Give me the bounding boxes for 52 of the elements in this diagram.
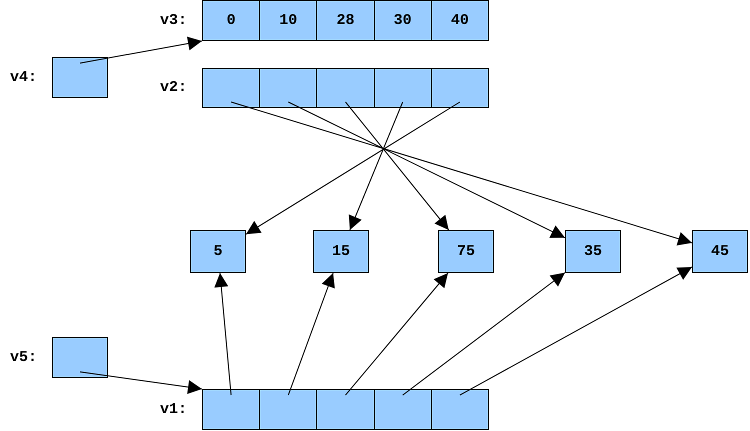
value-box bbox=[190, 230, 246, 273]
cell-value: 5 bbox=[213, 243, 222, 260]
arrow bbox=[288, 102, 566, 238]
array-cell bbox=[202, 68, 260, 108]
cell-value: 0 bbox=[226, 12, 236, 29]
value-box bbox=[313, 230, 369, 273]
array-cell bbox=[202, 389, 260, 430]
array-cell bbox=[316, 0, 375, 41]
cell-value: 35 bbox=[584, 243, 602, 260]
arrow bbox=[80, 371, 202, 394]
cell-value: 40 bbox=[450, 12, 469, 29]
arrow bbox=[246, 102, 460, 235]
value-box bbox=[438, 230, 494, 273]
cell-value: 10 bbox=[279, 12, 298, 29]
array-cell bbox=[259, 0, 318, 41]
cell-value: 28 bbox=[336, 12, 354, 29]
array-cell bbox=[430, 389, 489, 430]
variable-label: v4: bbox=[10, 68, 37, 86]
value-box bbox=[692, 230, 748, 273]
arrow bbox=[288, 272, 335, 396]
array-box bbox=[202, 0, 488, 41]
variable-label: v3: bbox=[160, 12, 187, 28]
value-box bbox=[565, 230, 621, 273]
array-cell bbox=[202, 0, 260, 41]
variable-label: v1: bbox=[160, 400, 187, 418]
arrow bbox=[345, 272, 448, 396]
array-cell bbox=[430, 0, 489, 41]
array-cell bbox=[316, 68, 375, 108]
array-cell bbox=[374, 389, 432, 430]
array-cell bbox=[316, 389, 375, 430]
pointer-box bbox=[52, 337, 108, 378]
cell-value: 15 bbox=[332, 243, 350, 260]
variable-label: v2: bbox=[160, 79, 187, 96]
array-box bbox=[202, 389, 488, 430]
variable-label: v5: bbox=[10, 348, 37, 366]
arrow bbox=[230, 102, 692, 246]
array-box bbox=[202, 68, 488, 108]
cell-value: 75 bbox=[456, 243, 475, 260]
arrow bbox=[80, 36, 202, 64]
arrow bbox=[214, 272, 232, 396]
arrow bbox=[348, 102, 404, 230]
arrow bbox=[345, 102, 450, 230]
cell-value: 45 bbox=[710, 243, 729, 260]
array-cell bbox=[374, 68, 432, 108]
array-cell bbox=[430, 68, 489, 108]
array-cell bbox=[259, 389, 318, 430]
array-cell bbox=[259, 68, 318, 108]
arrow bbox=[402, 272, 566, 396]
arrow bbox=[459, 266, 692, 396]
array-cell bbox=[374, 0, 432, 41]
pointer-box bbox=[52, 57, 108, 98]
cell-value: 30 bbox=[394, 12, 412, 29]
